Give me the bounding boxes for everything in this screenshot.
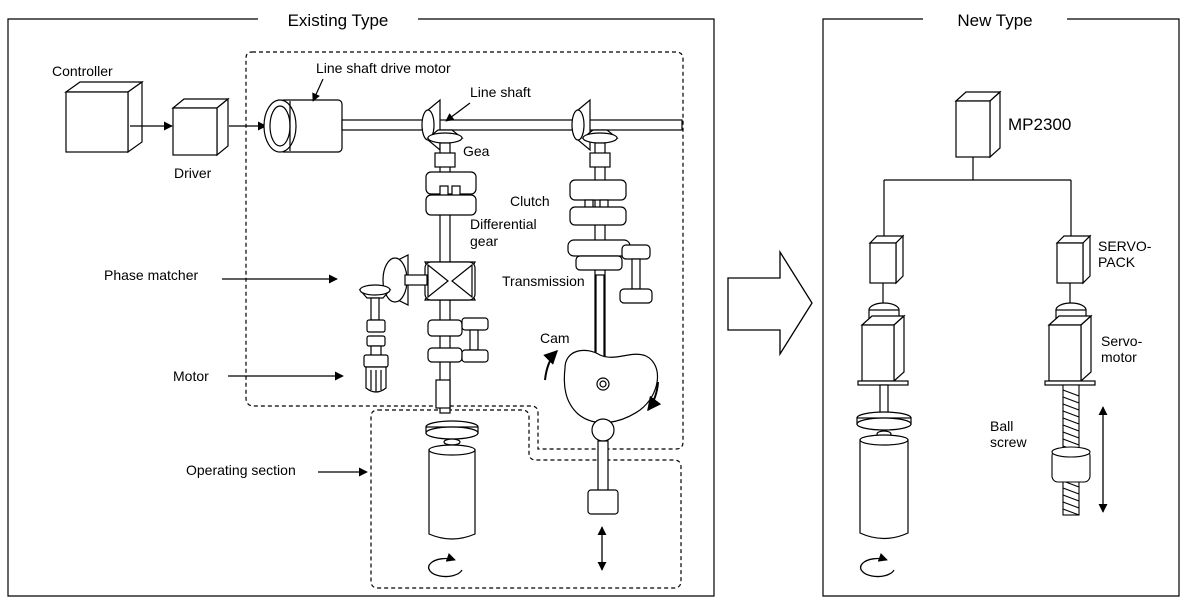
cam-rotation-arrow-left (545, 351, 557, 380)
motor-label: Motor (173, 368, 209, 384)
ball-screw-label: Ball screw (990, 418, 1027, 450)
small-motor (364, 355, 388, 392)
phase-matcher-label: Phase matcher (104, 267, 198, 283)
servomotor-label-1: Servo- (1101, 333, 1143, 349)
cam-label: Cam (540, 330, 570, 346)
operating-cylinder-left (426, 421, 478, 539)
rotation-arrow-left (429, 559, 462, 577)
servopack-label-1: SERVO- (1098, 238, 1152, 254)
differential-gear-label-2: gear (470, 233, 498, 249)
line-shaft-label: Line shaft (470, 84, 531, 100)
new-type-title: New Type (957, 11, 1032, 30)
operating-section-label: Operating section (186, 462, 296, 478)
line-shaft-drive-motor (264, 100, 342, 152)
gear-label: Gea (463, 143, 490, 159)
ball-screw (1052, 385, 1090, 515)
output-cylinder-new (857, 385, 911, 539)
driver-box (173, 99, 228, 155)
clutch-label: Clutch (510, 193, 550, 209)
controller-label: Controller (52, 63, 113, 79)
network-wiring (884, 157, 1071, 237)
servomotor-label-2: motor (1101, 349, 1137, 365)
ball-screw-label-1: Ball (990, 418, 1013, 434)
transmission-label: Transmission (502, 273, 585, 289)
line-shaft-drive-motor-label: Line shaft drive motor (316, 60, 451, 76)
differential-gear-label-1: Differential (470, 216, 537, 232)
phase-matcher (360, 255, 427, 360)
cam (564, 350, 657, 514)
line-shaft-label-arrow (446, 103, 470, 121)
transition-arrow (728, 252, 812, 354)
driver-label: Driver (174, 165, 212, 181)
mp2300-controller (956, 92, 1000, 157)
mp2300-label: MP2300 (1008, 115, 1071, 134)
servopack-label-2: PACK (1098, 254, 1136, 270)
servomotor-right (1045, 303, 1095, 385)
differential-gear-label: Differential gear (470, 216, 541, 249)
rotation-arrow-new (861, 559, 894, 577)
existing-type-title: Existing Type (288, 11, 389, 30)
motor-label-arrow (313, 79, 323, 101)
servomotor-label: Servo- motor (1101, 333, 1146, 365)
controller-box (66, 82, 142, 152)
servopack-left (870, 236, 903, 303)
servopack-label: SERVO- PACK (1098, 238, 1155, 270)
left-column-mechanism (425, 143, 488, 413)
ball-screw-label-2: screw (990, 434, 1027, 450)
servomotor-left (858, 303, 908, 385)
line-shaft (342, 120, 682, 130)
servopack-right (1057, 236, 1090, 303)
operating-section-boundary (371, 410, 681, 588)
